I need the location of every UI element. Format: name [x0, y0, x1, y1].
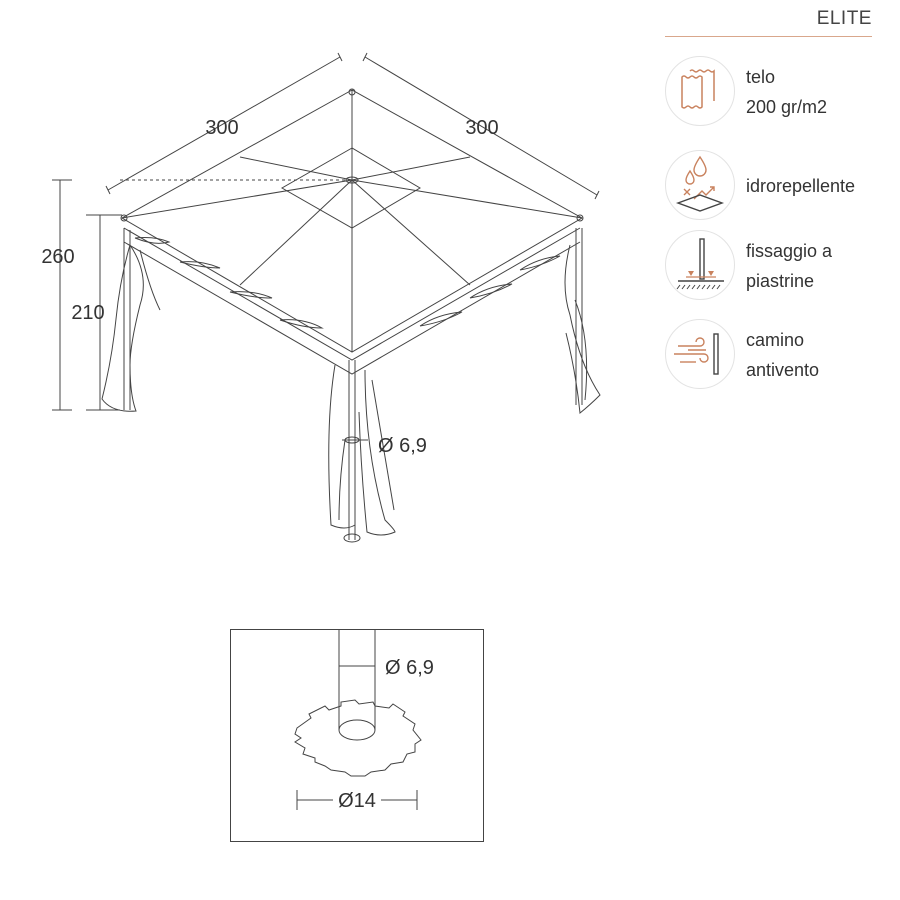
- total-height-label: 260: [41, 246, 74, 268]
- width-label-right: 300: [465, 117, 498, 139]
- feature-water-repellent: idrorepellente: [665, 150, 895, 222]
- frame-band: [123, 227, 581, 375]
- feature-label: camino antivento: [746, 330, 820, 380]
- curtains: [101, 244, 601, 536]
- roof: [120, 88, 584, 353]
- brand-title: ELITE: [816, 8, 872, 29]
- brand-divider: [665, 36, 872, 37]
- wind-vent-icon: [665, 319, 735, 389]
- height-dimension-side: [86, 214, 122, 411]
- feature-label: fissaggio a piastrine: [746, 241, 833, 291]
- base-plate-drawing: Ø 6,9 Ø14: [294, 630, 434, 812]
- detail-pole-diameter-label: Ø 6,9: [385, 657, 434, 679]
- water-drops-icon: [665, 150, 735, 220]
- feature-wind-vent: camino antivento: [665, 319, 895, 391]
- fabric-swatch-icon: [665, 56, 735, 126]
- base-plate-detail: Ø 6,9 Ø14: [230, 629, 484, 842]
- poles: [123, 228, 583, 543]
- width-dimension-right: [362, 52, 600, 200]
- side-height-label: 210: [71, 302, 104, 324]
- feature-plate-fixing: fissaggio a piastrine: [665, 230, 895, 302]
- feature-fabric: telo 200 gr/m2: [665, 56, 895, 128]
- width-label-left: 300: [205, 117, 238, 139]
- plate-diameter-label: Ø14: [338, 790, 376, 812]
- width-dimension-left: [105, 52, 343, 195]
- feature-label: idrorepellente: [746, 176, 856, 196]
- feature-label: telo 200 gr/m2: [746, 67, 828, 117]
- base-plate-fixing-icon: [665, 230, 735, 300]
- height-dimension-total: [52, 179, 72, 411]
- pole-diameter-label: Ø 6,9: [378, 435, 427, 457]
